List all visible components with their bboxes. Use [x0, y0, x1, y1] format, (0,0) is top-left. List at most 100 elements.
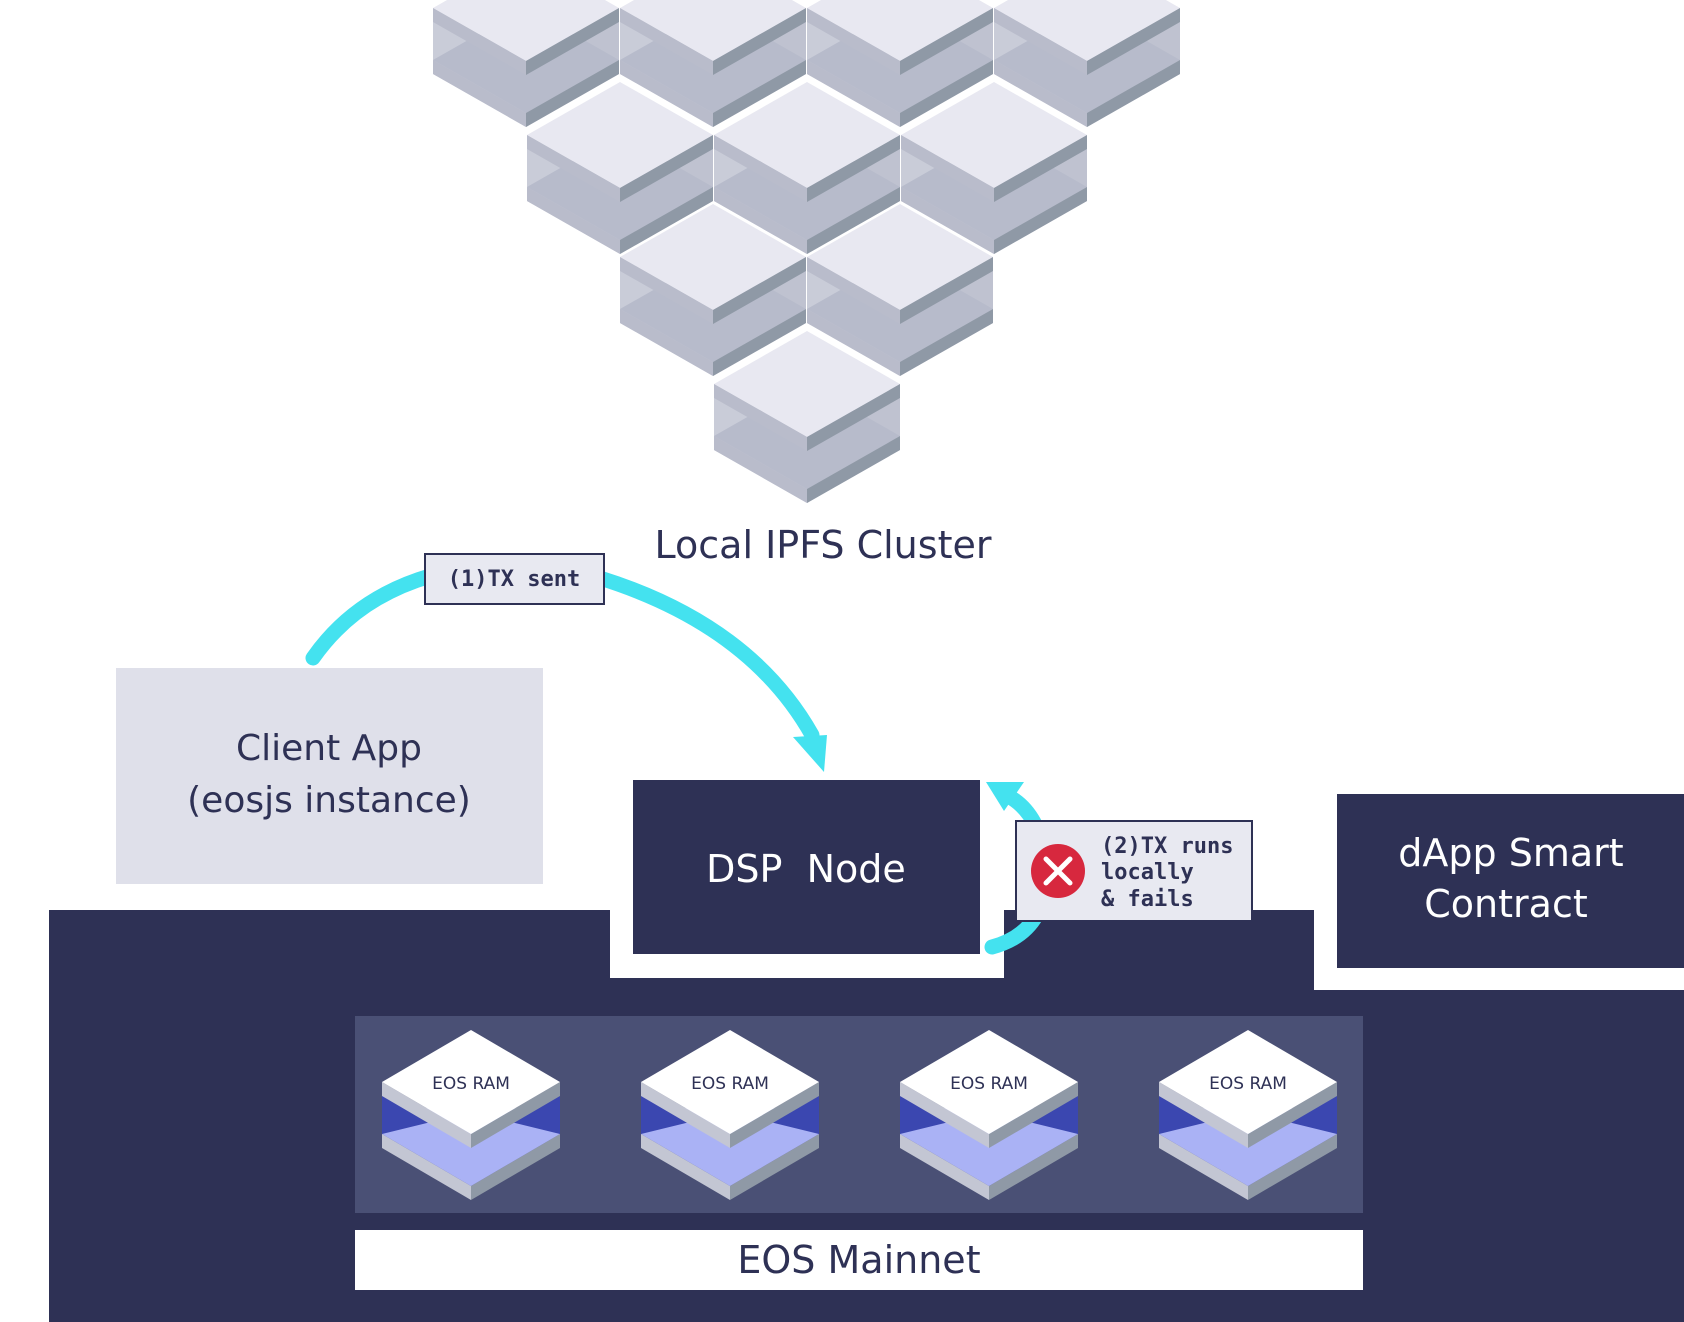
cube-left-face	[620, 8, 713, 75]
ram-lower-left	[1159, 1134, 1248, 1200]
cube-right-face	[900, 8, 993, 75]
ipfs-cube	[901, 82, 1087, 254]
eos-ram-chip: EOS RAM	[1159, 1030, 1337, 1200]
cube-left-face	[807, 257, 900, 324]
cube-left-face	[901, 135, 994, 202]
ram-lower-right	[989, 1134, 1078, 1200]
ram-top-right	[1248, 1082, 1337, 1148]
ram-side-left	[641, 1096, 690, 1134]
mainnet-label: EOS Mainnet	[737, 1238, 980, 1282]
ram-side-right	[511, 1096, 560, 1134]
cube-right-face	[807, 384, 900, 451]
error-x-icon	[1031, 844, 1085, 898]
eos-ram-chip: EOS RAM	[900, 1030, 1078, 1200]
ipfs-cube	[620, 0, 806, 127]
cube-right-face	[620, 187, 713, 254]
ram-side-left	[382, 1096, 431, 1134]
cube-left-face	[620, 257, 713, 324]
cube-left-face	[714, 384, 807, 451]
ram-top-left	[641, 1082, 730, 1148]
cube-left-face	[994, 60, 1087, 127]
eos-ram-chip: EOS RAM	[382, 1030, 560, 1200]
ram-lower-left	[382, 1134, 471, 1200]
cube-right-face	[807, 135, 900, 202]
ipfs-cube	[994, 0, 1180, 127]
eos-ram-label: EOS RAM	[950, 1074, 1028, 1094]
cube-right-face	[900, 257, 993, 324]
eos-ram-label: EOS RAM	[432, 1074, 510, 1094]
ipfs-cube	[433, 0, 619, 127]
cube-left-face	[433, 60, 526, 127]
cube-right-face	[713, 8, 806, 75]
client-app-box: Client App (eosjs instance)	[116, 668, 543, 884]
ipfs-cluster	[433, 0, 1180, 503]
cube-left-face	[901, 187, 994, 254]
dsp-node-box: DSP Node	[633, 780, 980, 954]
ipfs-cube	[527, 82, 713, 254]
cube-left-face	[807, 60, 900, 127]
cube-left-face	[620, 60, 713, 127]
cube-left-face	[433, 8, 526, 75]
cube-left-face	[994, 8, 1087, 75]
step1-label: (1)TX sent	[448, 567, 580, 592]
eos-ram-label: EOS RAM	[691, 1074, 769, 1094]
step1-label-box: (1)TX sent	[424, 553, 605, 605]
smart-contract-label: dApp Smart	[1398, 831, 1623, 875]
cube-top-face	[433, 0, 619, 61]
cube-left-face	[527, 135, 620, 202]
smart-contract-sublabel: Contract	[1424, 882, 1587, 926]
cube-right-face	[713, 60, 806, 127]
step2-label-line3: & fails	[1101, 887, 1194, 912]
step2-label-line2: locally	[1101, 860, 1194, 885]
ram-lower-right	[471, 1134, 560, 1200]
ipfs-cube	[807, 0, 993, 127]
cube-left-face	[620, 309, 713, 376]
cube-right-face	[1087, 8, 1180, 75]
ram-lower-left	[900, 1134, 989, 1200]
cube-right-face	[713, 257, 806, 324]
cube-right-face	[620, 135, 713, 202]
ram-lower-left	[641, 1134, 730, 1200]
arrow-tx-sent	[305, 568, 827, 772]
cube-left-face	[807, 8, 900, 75]
ipfs-cube	[714, 82, 900, 254]
eos-ram-label: EOS RAM	[1209, 1074, 1287, 1094]
cube-right-face	[994, 187, 1087, 254]
ram-side-left	[1159, 1096, 1208, 1134]
ipfs-cluster-label: Local IPFS Cluster	[655, 523, 992, 567]
cube-right-face	[526, 60, 619, 127]
cube-left-face	[714, 135, 807, 202]
ram-top-left	[1159, 1082, 1248, 1148]
ram-top-face	[641, 1030, 819, 1134]
cube-left-face	[527, 187, 620, 254]
ram-side-right	[770, 1096, 819, 1134]
cube-right-face	[807, 187, 900, 254]
dsp-node-label: DSP Node	[706, 847, 906, 891]
step2-label-box: (2)TX runs locally & fails	[1015, 820, 1253, 922]
cube-top-face	[620, 0, 806, 61]
cube-left-face	[714, 187, 807, 254]
cube-top-face	[807, 0, 993, 61]
cube-left-face	[714, 436, 807, 503]
ram-lower-right	[1248, 1134, 1337, 1200]
cube-right-face	[994, 135, 1087, 202]
cube-left-face	[807, 309, 900, 376]
ipfs-cube	[714, 331, 900, 503]
client-app-label: Client App	[236, 728, 422, 769]
ipfs-cube	[807, 204, 993, 376]
ram-top-left	[900, 1082, 989, 1148]
ipfs-cube	[620, 204, 806, 376]
ram-top-right	[471, 1082, 560, 1148]
ram-lower-right	[730, 1134, 819, 1200]
ram-top-right	[730, 1082, 819, 1148]
eos-ram-chip: EOS RAM	[641, 1030, 819, 1200]
cube-right-face	[900, 60, 993, 127]
ram-top-face	[900, 1030, 1078, 1134]
ram-side-right	[1029, 1096, 1078, 1134]
ram-top-right	[989, 1082, 1078, 1148]
cube-right-face	[526, 8, 619, 75]
cube-right-face	[713, 309, 806, 376]
cube-right-face	[900, 309, 993, 376]
eos-ram-group: EOS RAM EOS RAM EOS RAM EOS RAM	[382, 1030, 1337, 1200]
